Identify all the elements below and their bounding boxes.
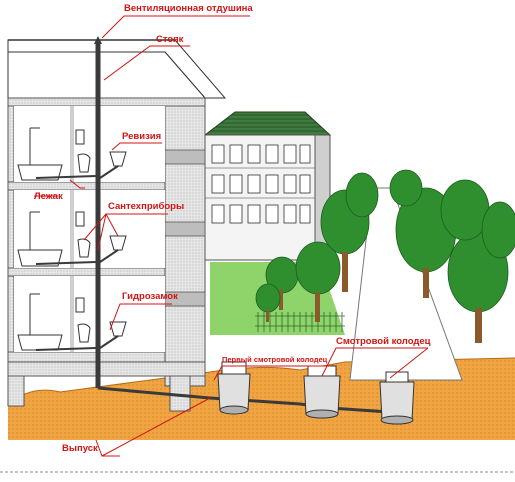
- label-stoyak: Стояк: [156, 34, 184, 45]
- label-vent: Вентиляционная отдушина: [124, 3, 253, 14]
- label-vypusk: Выпуск: [62, 443, 98, 454]
- label-reviziya: Ревизия: [122, 131, 162, 142]
- trees: [255, 169, 515, 343]
- label-gidrozamok: Гидрозамок: [122, 291, 178, 302]
- fence: [255, 312, 345, 332]
- leader-lines: [34, 15, 429, 457]
- road: [349, 187, 463, 381]
- pipes: [35, 36, 391, 414]
- label-lezhak: Лежак: [34, 191, 63, 202]
- fixtures: [17, 127, 127, 351]
- label-first-well: Первый смотровой колодец: [222, 355, 328, 364]
- label-inspection-well: Смотровой колодец: [336, 336, 431, 347]
- ground-surface-line: [7, 357, 515, 406]
- background-building: [203, 111, 332, 262]
- main-building: [7, 39, 227, 412]
- label-santehpribory: Сантехприборы: [108, 201, 185, 212]
